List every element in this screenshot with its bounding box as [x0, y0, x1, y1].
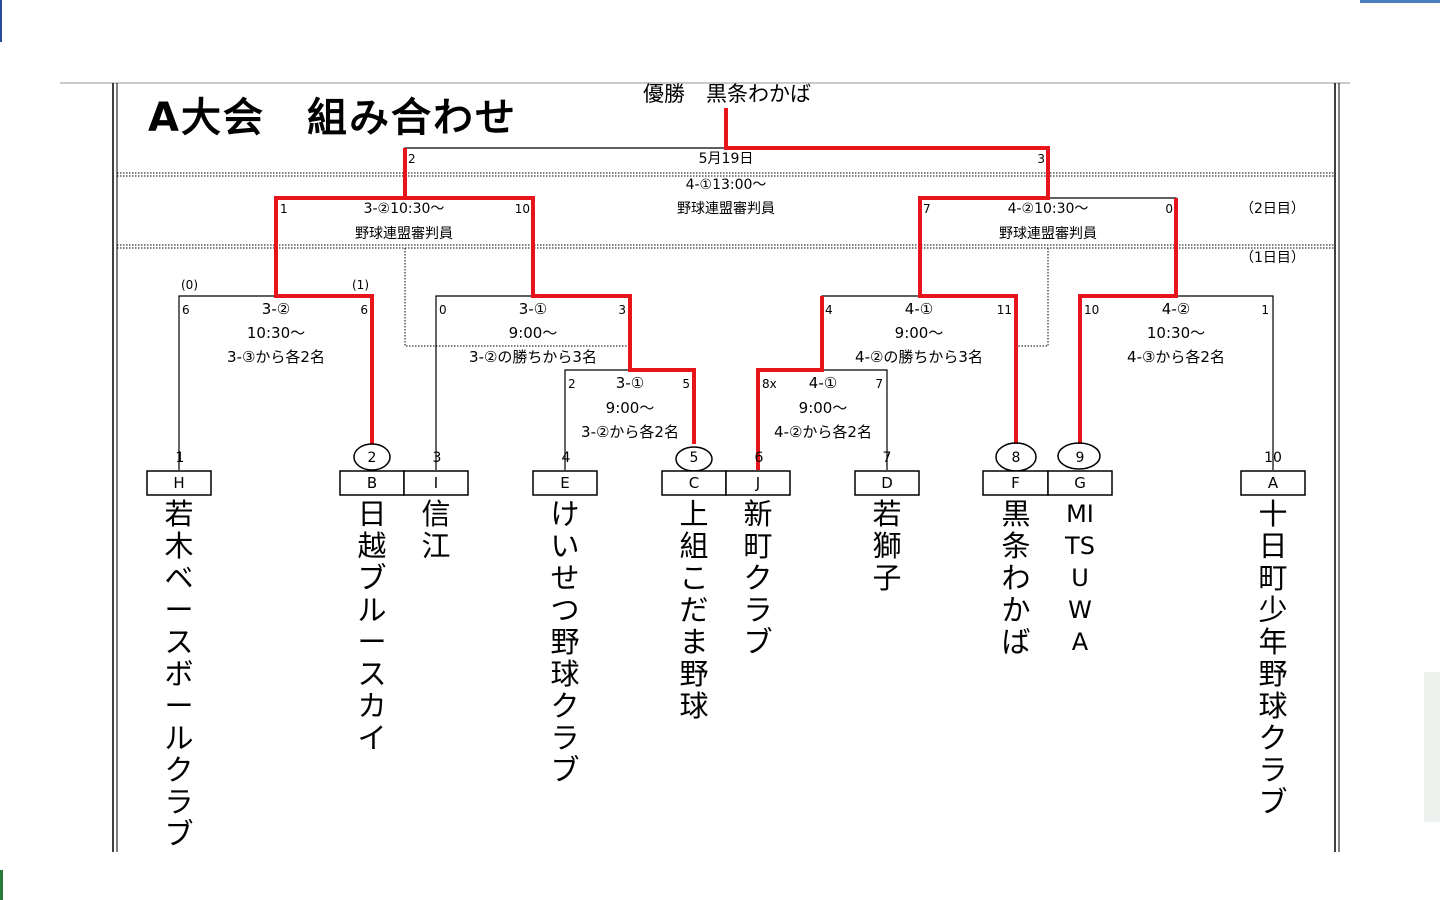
q1-game: 3-② [261, 300, 291, 318]
r1-time: 9:00〜 [605, 399, 655, 417]
r1-game: 3-① [615, 374, 645, 392]
team-letter: F [1011, 474, 1020, 492]
q1-pk-right: (1) [352, 278, 369, 292]
q2-note: 3-②の勝ちから3名 [469, 348, 597, 366]
r1-score-left: 2 [568, 377, 576, 391]
q1-time: 10:30〜 [246, 324, 306, 342]
semi-right-score-left: 7 [923, 202, 931, 216]
team-letter: I [433, 474, 439, 492]
final-umpire: 野球連盟審判員 [677, 201, 775, 217]
day1-label: （1日目） [1240, 250, 1305, 266]
team-letter: J [755, 474, 761, 492]
team-letter: B [366, 474, 378, 492]
team-number: 2 [367, 450, 377, 466]
team-name: けいせつ野球クラブ [550, 497, 580, 787]
q4-note: 4-③から各2名 [1127, 348, 1225, 366]
semi-left-score-left: 1 [280, 202, 288, 216]
q3-score-left: 4 [825, 303, 833, 317]
semi-left-game: 3-②10:30〜 [363, 201, 445, 217]
team-letter: G [1074, 474, 1086, 492]
team-name: 黒条わかば [1001, 497, 1031, 659]
final-date: 5月19日 [698, 151, 754, 167]
team-letter: C [688, 474, 700, 492]
team-name: 若獅子 [872, 497, 902, 595]
team-number: 10 [1264, 450, 1282, 466]
final-game: 4-①13:00〜 [685, 177, 767, 193]
day2-label: （2日目） [1240, 201, 1305, 217]
team-number: 4 [561, 450, 571, 466]
q1-score-left: 6 [182, 303, 190, 317]
r2-time: 9:00〜 [798, 399, 848, 417]
r2-game: 4-① [808, 374, 838, 392]
window-edge-accent-left [0, 0, 2, 42]
team-name: 若木ベースボールクラブ [164, 497, 194, 851]
winner-path [274, 108, 1178, 470]
final-score-left: 2 [408, 152, 416, 166]
semi-right-score-right: 0 [1165, 202, 1173, 216]
team-letter: E [560, 474, 570, 492]
seed-circles [353, 442, 1101, 472]
team-number: 9 [1075, 450, 1085, 466]
q4-time: 10:30〜 [1146, 324, 1206, 342]
team-name: MITSUWA [1065, 500, 1095, 656]
team-number: 7 [882, 450, 892, 466]
window-edge-accent [1360, 0, 1440, 3]
q1-pk-left: (0) [181, 278, 198, 292]
team-number: 8 [1011, 450, 1021, 466]
team-letter: A [1267, 474, 1279, 492]
team-name: 上組こだま野球 [679, 497, 709, 723]
semi-left-umpire: 野球連盟審判員 [355, 226, 453, 242]
q1-score-right: 6 [360, 303, 368, 317]
q3-score-right: 11 [996, 303, 1012, 317]
q4-score-left: 10 [1084, 303, 1100, 317]
q4-score-right: 1 [1261, 303, 1269, 317]
final-score-right: 3 [1037, 152, 1045, 166]
team-number: 5 [689, 450, 699, 466]
window-edge-accent-bottom [0, 870, 3, 900]
q3-game: 4-① [904, 300, 934, 318]
venue-box-right [1017, 248, 1049, 347]
semi-right-game: 4-②10:30〜 [1007, 201, 1089, 217]
r1-score-right: 5 [682, 377, 690, 391]
team-number: 3 [432, 450, 442, 466]
team-name: 日越ブルースカイ [357, 497, 387, 755]
semi-right-umpire: 野球連盟審判員 [999, 226, 1097, 242]
q2-score-left: 0 [439, 303, 447, 317]
q2-score-right: 3 [618, 303, 626, 317]
letter-boxes [146, 470, 1306, 496]
champion-label: 優勝 黒条わかば [643, 82, 811, 106]
scrollbar-track[interactable] [1424, 672, 1440, 822]
q1-note: 3-③から各2名 [227, 348, 325, 366]
r2-score-right: 7 [875, 377, 883, 391]
q2-time: 9:00〜 [508, 324, 558, 342]
q2-game: 3-① [518, 300, 548, 318]
q3-time: 9:00〜 [894, 324, 944, 342]
semi-left-score-right: 10 [514, 202, 530, 216]
team-letter: D [881, 474, 893, 492]
q4-game: 4-② [1161, 300, 1191, 318]
team-name: 十日町少年野球クラブ [1258, 497, 1288, 819]
team-name: 信江 [421, 497, 451, 563]
page-title: A大会 組み合わせ [148, 95, 517, 141]
team-number: 6 [754, 450, 764, 466]
team-number: 1 [175, 450, 185, 466]
q3-note: 4-②の勝ちから3名 [855, 348, 983, 366]
r2-note: 4-②から各2名 [774, 423, 872, 441]
team-letter: H [173, 474, 185, 492]
r2-score-left: 8x [762, 377, 777, 391]
r1-note: 3-②から各2名 [581, 423, 679, 441]
team-name: 新町クラブ [743, 497, 773, 659]
